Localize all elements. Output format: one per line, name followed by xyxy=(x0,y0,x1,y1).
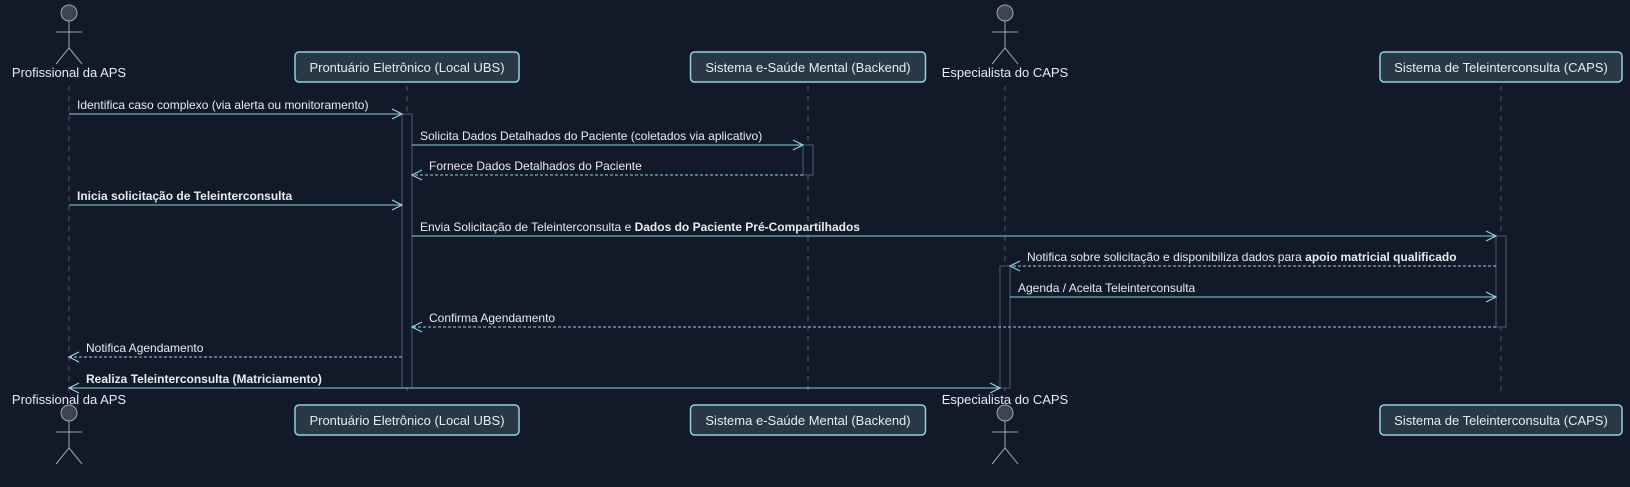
participant-label: Prontuário Eletrônico (Local UBS) xyxy=(309,60,504,75)
message-label-part: Identifica caso complexo (via alerta ou … xyxy=(77,98,368,112)
message-label-part: Envia Solicitação de Teleinterconsulta e xyxy=(420,220,635,234)
actor-leg-right xyxy=(1004,47,1019,65)
participant-box xyxy=(294,51,520,83)
message-3: Fornece Dados Detalhados do Paciente xyxy=(410,159,803,181)
actor-esp-bottom: Especialista do CAPS xyxy=(942,392,1069,465)
message-label: Identifica caso complexo (via alerta ou … xyxy=(77,98,368,112)
participant-pront-bottom: Prontuário Eletrônico (Local UBS) xyxy=(294,404,520,436)
actor-aps-top: Profissional da APS xyxy=(12,4,127,80)
actor-leg-right xyxy=(68,47,83,65)
arrowhead xyxy=(391,108,404,120)
message-label: Fornece Dados Detalhados do Paciente xyxy=(429,159,642,173)
message-8: Confirma Agendamento xyxy=(410,311,1496,333)
arrowhead xyxy=(989,382,1002,394)
actor-leg-left xyxy=(55,47,70,65)
arrowhead-start xyxy=(67,382,80,394)
participant-tele-top: Sistema de Teleinterconsulta (CAPS) xyxy=(1379,51,1623,83)
message-label: Confirma Agendamento xyxy=(429,311,555,325)
actor-leg-left xyxy=(991,47,1006,65)
participant-box xyxy=(1379,51,1623,83)
arrowhead xyxy=(67,351,80,363)
message-2: Solicita Dados Detalhados do Paciente (c… xyxy=(412,129,805,151)
message-label-part: Agenda / Aceita Teleinterconsulta xyxy=(1018,281,1196,295)
participant-label: Sistema e-Saúde Mental (Backend) xyxy=(705,413,910,428)
participant-box xyxy=(689,404,927,436)
participant-pront-top: Prontuário Eletrônico (Local UBS) xyxy=(294,51,520,83)
message-label-part: Realiza Teleinterconsulta (Matriciamento… xyxy=(86,372,322,386)
actor-label: Especialista do CAPS xyxy=(942,392,1069,407)
participant-box xyxy=(1379,404,1623,436)
message-5: Envia Solicitação de Teleinterconsulta e… xyxy=(412,220,1498,242)
participant-label: Sistema de Teleinterconsulta (CAPS) xyxy=(1394,413,1608,428)
participant-tele-bottom: Sistema de Teleinterconsulta (CAPS) xyxy=(1379,404,1623,436)
participants-bottom: Profissional da APS Prontuário Eletrônico… xyxy=(12,392,1623,465)
arrowhead xyxy=(1485,230,1498,242)
arrowhead xyxy=(792,139,805,151)
message-label-part: Notifica sobre solicitação e disponibili… xyxy=(1027,250,1305,264)
message-9: Notifica Agendamento xyxy=(67,341,402,363)
message-label-part: Inicia solicitação de Teleinterconsulta xyxy=(77,189,293,203)
message-label-part: Notifica Agendamento xyxy=(86,341,204,355)
activation-bar-esaude xyxy=(802,144,814,176)
activation-bar-tele xyxy=(1495,235,1507,328)
message-label: Notifica Agendamento xyxy=(86,341,204,355)
participant-box xyxy=(294,404,520,436)
message-label-part: Solicita Dados Detalhados do Paciente (c… xyxy=(420,129,762,143)
message-label: Inicia solicitação de Teleinterconsulta xyxy=(77,189,293,203)
message-label: Notifica sobre solicitação e disponibili… xyxy=(1027,250,1457,264)
actor-label: Especialista do CAPS xyxy=(942,65,1069,80)
participant-label: Prontuário Eletrônico (Local UBS) xyxy=(309,413,504,428)
actor-head-icon xyxy=(996,404,1014,422)
message-6: Notifica sobre solicitação e disponibili… xyxy=(1008,250,1496,272)
message-label-part: Confirma Agendamento xyxy=(429,311,555,325)
arrowhead xyxy=(410,321,423,333)
lifelines xyxy=(68,86,1502,396)
messages: Identifica caso complexo (via alerta ou … xyxy=(67,98,1498,394)
actor-aps-bottom: Profissional da APS xyxy=(12,392,127,465)
actor-head-icon xyxy=(60,4,78,22)
arrowhead xyxy=(1008,260,1021,272)
message-4: Inicia solicitação de Teleinterconsulta xyxy=(69,189,404,211)
participants-top: Profissional da APS Prontuário Eletrônico… xyxy=(12,4,1623,83)
actor-leg-right xyxy=(68,447,83,465)
actor-label: Profissional da APS xyxy=(12,392,127,407)
arrowhead xyxy=(1485,291,1498,303)
actor-leg-left xyxy=(991,447,1006,465)
actor-label: Profissional da APS xyxy=(12,65,127,80)
participant-box xyxy=(689,51,927,83)
actor-head-icon xyxy=(996,4,1014,22)
actor-esp-top: Especialista do CAPS xyxy=(942,4,1069,80)
actor-head-icon xyxy=(60,404,78,422)
message-7: Agenda / Aceita Teleinterconsulta xyxy=(1010,281,1498,303)
participant-label: Sistema e-Saúde Mental (Backend) xyxy=(705,60,910,75)
actor-leg-left xyxy=(55,447,70,465)
message-label-part: apoio matricial qualificado xyxy=(1305,250,1456,264)
participant-esaude-top: Sistema e-Saúde Mental (Backend) xyxy=(689,51,927,83)
message-label: Envia Solicitação de Teleinterconsulta e… xyxy=(420,220,860,234)
arrowhead xyxy=(391,199,404,211)
participant-label: Sistema de Teleinterconsulta (CAPS) xyxy=(1394,60,1608,75)
message-1: Identifica caso complexo (via alerta ou … xyxy=(69,98,404,120)
participant-esaude-bottom: Sistema e-Saúde Mental (Backend) xyxy=(689,404,927,436)
message-label: Realiza Teleinterconsulta (Matriciamento… xyxy=(86,372,322,386)
message-label: Agenda / Aceita Teleinterconsulta xyxy=(1018,281,1196,295)
activation-bar-pront xyxy=(401,113,413,389)
message-label-part: Fornece Dados Detalhados do Paciente xyxy=(429,159,642,173)
message-label-part: Dados do Paciente Pré-Compartilhados xyxy=(635,220,861,234)
arrowhead xyxy=(410,169,423,181)
message-label: Solicita Dados Detalhados do Paciente (c… xyxy=(420,129,762,143)
actor-leg-right xyxy=(1004,447,1019,465)
message-10: Realiza Teleinterconsulta (Matriciamento… xyxy=(67,372,1002,394)
